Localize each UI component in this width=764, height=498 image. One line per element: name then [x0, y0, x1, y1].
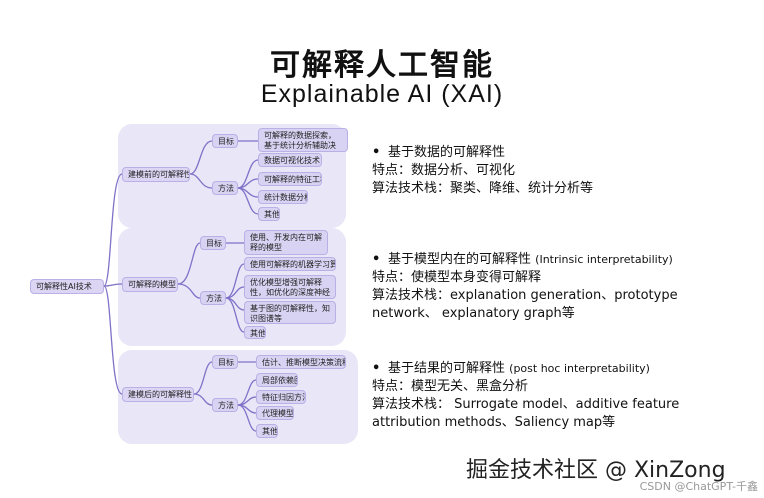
root-node: 可解释性AI技术 [30, 279, 104, 294]
branch-postmodel: 建模后的可解释性 [122, 387, 194, 402]
bullet: • [372, 361, 381, 376]
desc-block-data: •基于数据的可解释性 特点：数据分析、可视化 算法技术栈：聚类、降维、统计分析等 [372, 144, 593, 198]
b1-goal-node: 目标 [212, 134, 238, 148]
desc-block-result: •基于结果的可解释性 (post hoc interpretability) 特… [372, 360, 679, 432]
link-root-branch2 [103, 283, 123, 287]
link-b2-method [177, 283, 201, 299]
desc-stack-cont: network、 explanatory graph等 [372, 306, 575, 321]
link-b3-goal [193, 361, 213, 395]
link-root-branch3 [103, 285, 123, 395]
desc-heading: •基于数据的可解释性 [372, 145, 506, 160]
b3-method-node: 方法 [212, 398, 238, 412]
desc-heading: •基于结果的可解释性 (post hoc interpretability) [372, 361, 650, 376]
page-title: 可解释人工智能 [270, 48, 494, 83]
b2-method-node: 方法 [200, 291, 226, 305]
link-b1-goal [189, 140, 213, 175]
b1-method-item: 可解释的特征工程 [258, 172, 322, 186]
b2-method-item: 使用可解释的机器学习算法 [244, 257, 336, 271]
branch-model: 可解释的模型 [122, 277, 178, 292]
desc-stack: 算法技术栈：explanation generation、prototype [372, 288, 678, 303]
desc-stack: 算法技术栈：聚类、降维、统计分析等 [372, 181, 594, 196]
bullet: • [372, 252, 381, 267]
b3-method-item: 其他 [256, 424, 278, 438]
b2-goal-item: 使用、开发内在可解释的模型 [244, 230, 328, 255]
link-b2-goal [177, 242, 201, 285]
source-credit: CSDN @ChatGPT-千鑫 [639, 480, 758, 493]
bullet: • [372, 145, 381, 160]
watermark: 掘金技术社区 @ XinZong [466, 458, 726, 483]
link-root-branch1 [103, 173, 123, 287]
b3-method-item: 特征归因方法 [256, 390, 306, 404]
branch-premodel: 建模前的可解释性 [122, 167, 190, 182]
b2-method-item: 其他 [244, 326, 266, 339]
desc-stack: 算法技术栈： Surrogate model、additive feature [372, 397, 680, 412]
b1-goal-item: 可解释的数据探索，基于统计分析辅助决策 [258, 128, 348, 152]
b2-method-item: 基于图的可解释性，知识图谱等 [244, 301, 336, 324]
desc-features: 特点：模型无关、黑盒分析 [372, 379, 529, 394]
desc-features: 特点：使模型本身变得可解释 [372, 270, 542, 285]
desc-stack-cont: attribution methods、Saliency map等 [372, 415, 616, 430]
b2-method-item: 优化模型增强可解释性，如优化的深度神经网络 [244, 275, 336, 299]
b1-method-item: 其他 [258, 207, 280, 221]
desc-features: 特点：数据分析、可视化 [372, 163, 516, 178]
b3-method-item: 局部依赖图 [256, 373, 298, 387]
b1-method-item: 统计数据分析 [258, 190, 308, 204]
b2-goal-node: 目标 [200, 236, 226, 250]
desc-block-model: •基于模型内在的可解释性 (Intrinsic interpretability… [372, 251, 678, 323]
b3-goal-item: 估计、推断模型决策流程 [256, 355, 346, 369]
b1-method-item: 数据可视化技术 [258, 153, 322, 167]
desc-heading: •基于模型内在的可解释性 (Intrinsic interpretability… [372, 252, 673, 267]
link-b1-method [189, 173, 213, 189]
b3-goal-node: 目标 [212, 355, 238, 369]
page-subtitle: Explainable AI (XAI) [260, 80, 504, 108]
b3-method-item: 代理模型 [256, 406, 294, 420]
link-b3-method [193, 393, 213, 406]
b1-method-node: 方法 [212, 181, 238, 195]
